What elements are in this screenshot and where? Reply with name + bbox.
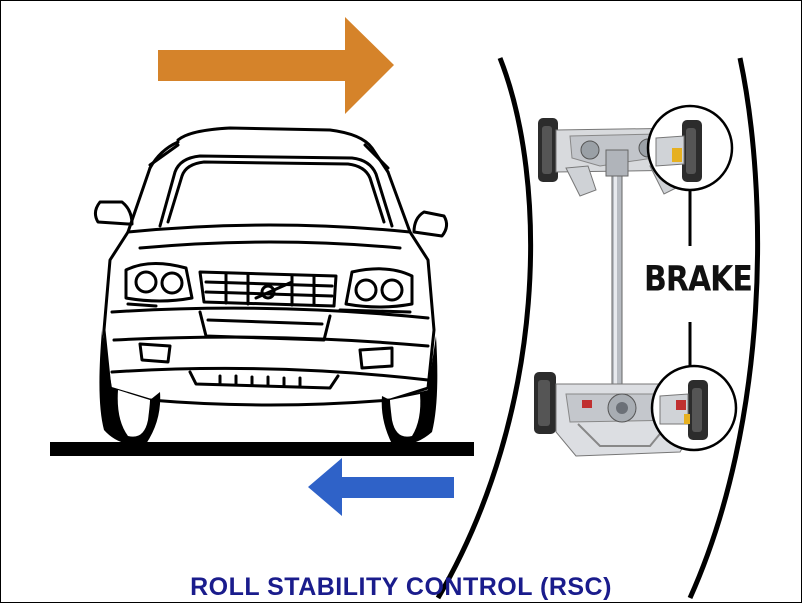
suv-front-icon [93,126,449,407]
brake-label: BRAKE [644,259,753,300]
arrow-right-icon [158,17,394,114]
chassis-icon [534,104,738,457]
arrow-left-icon [308,458,454,516]
diagram-caption: ROLL STABILITY CONTROL (RSC) [190,573,612,601]
road-curve-outer [687,57,761,600]
road-curve-inner [435,57,534,600]
suv-tires [99,330,438,445]
ground-line [50,442,474,456]
